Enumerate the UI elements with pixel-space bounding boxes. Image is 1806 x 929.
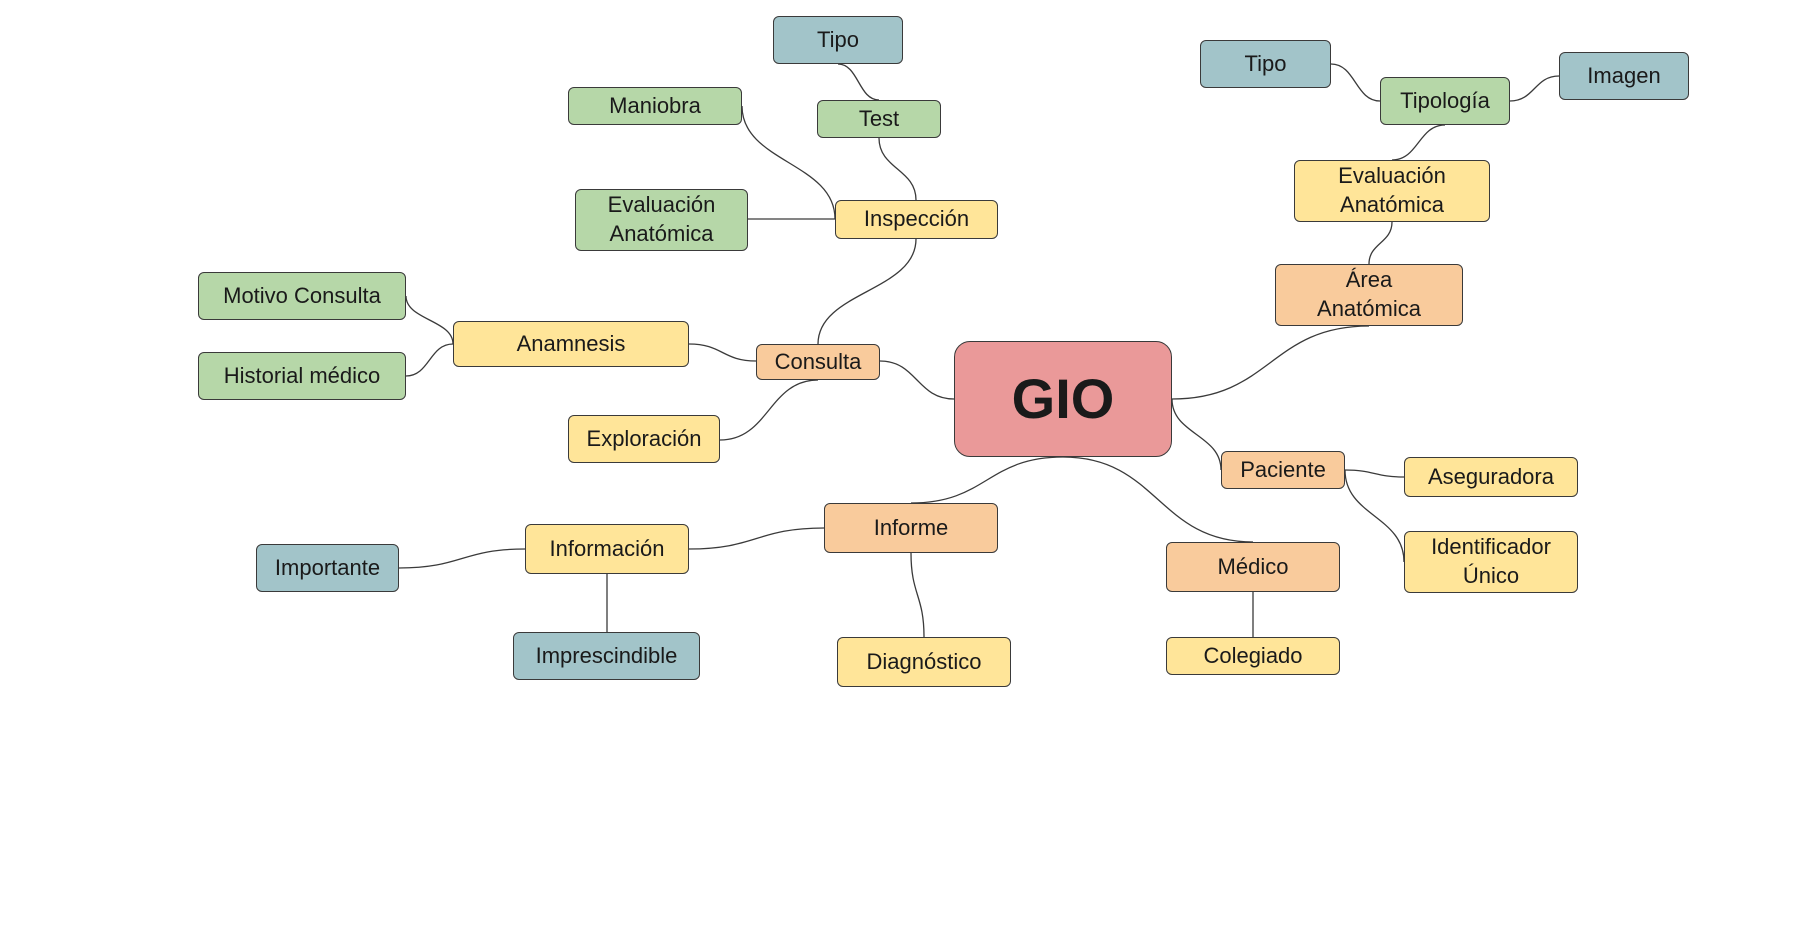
node-colegiado[interactable]: Colegiado (1166, 637, 1340, 675)
node-anamnesis-label: Anamnesis (516, 330, 626, 356)
node-motivo-consulta-label: Motivo Consulta (223, 282, 381, 308)
connector-paciente-identificador_unico (1344, 469, 1405, 563)
node-evaluacion-anatomica-left[interactable]: Evaluación Anatómica (575, 189, 748, 251)
node-test-label: Test (858, 105, 900, 131)
node-evaluacion-anatomica-right[interactable]: Evaluación Anatómica (1294, 160, 1490, 222)
node-identificador-unico[interactable]: Identificador Único (1404, 531, 1578, 593)
connector-test-tipo_test (837, 63, 880, 101)
connector-gio-area_anatomica (1171, 325, 1370, 400)
node-test[interactable]: Test (817, 100, 941, 138)
node-anamnesis[interactable]: Anamnesis (453, 321, 689, 367)
node-historial-medico[interactable]: Historial médico (198, 352, 406, 400)
node-imprescindible[interactable]: Imprescindible (513, 632, 700, 680)
connector-informe-informacion (688, 527, 825, 550)
connector-tipologia-imagen (1509, 75, 1560, 102)
node-tipo-test-label: Tipo (817, 26, 859, 52)
node-exploracion-label: Exploración (586, 425, 702, 451)
node-informacion-label: Información (549, 535, 665, 561)
node-tipo-test[interactable]: Tipo (773, 16, 903, 64)
node-tipologia-label: Tipología (1400, 87, 1490, 113)
node-identificador-unico-label: Identificador Único (1431, 534, 1551, 588)
node-consulta[interactable]: Consulta (756, 344, 880, 380)
node-exploracion[interactable]: Exploración (568, 415, 720, 463)
node-area-anatomica-label: Área Anatómica (1317, 267, 1421, 321)
node-importante-label: Importante (274, 554, 381, 580)
node-gio-label: GIO (1011, 366, 1115, 430)
node-motivo-consulta[interactable]: Motivo Consulta (198, 272, 406, 320)
node-evaluacion-anatomica-right-label: Evaluación Anatómica (1338, 163, 1446, 217)
connector-gio-paciente (1171, 398, 1222, 471)
connector-gio-consulta (879, 360, 955, 400)
node-importante[interactable]: Importante (256, 544, 399, 592)
connector-paciente-aseguradora (1344, 469, 1405, 478)
connector-consulta-inspeccion (817, 238, 917, 345)
node-evaluacion-anatomica-left-label: Evaluación Anatómica (607, 192, 716, 246)
connector-informacion-importante (398, 548, 526, 569)
connector-evaluacion_anatomica_der-tipologia (1391, 124, 1446, 161)
connector-consulta-exploracion (719, 379, 819, 441)
node-diagnostico[interactable]: Diagnóstico (837, 637, 1011, 687)
node-tipologia[interactable]: Tipología (1380, 77, 1510, 125)
connector-anamnesis-motivo_consulta (405, 295, 454, 345)
node-inspeccion-label: Inspección (863, 206, 970, 232)
node-gio[interactable]: GIO (954, 341, 1172, 457)
node-aseguradora[interactable]: Aseguradora (1404, 457, 1578, 497)
node-tipo-tipologia-label: Tipo (1244, 50, 1287, 76)
node-informacion[interactable]: Información (525, 524, 689, 574)
node-consulta-label: Consulta (774, 348, 862, 374)
node-tipo-tipologia[interactable]: Tipo (1200, 40, 1331, 88)
node-paciente[interactable]: Paciente (1221, 451, 1345, 489)
node-imagen-label: Imagen (1587, 62, 1661, 88)
node-colegiado-label: Colegiado (1203, 642, 1303, 668)
connector-gio-informe (910, 456, 1064, 504)
connector-tipologia-tipo_tipologia (1330, 63, 1381, 102)
connector-inspeccion-test (878, 137, 917, 201)
node-imagen[interactable]: Imagen (1559, 52, 1689, 100)
node-medico-label: Médico (1217, 553, 1289, 579)
connector-area_anatomica-evaluacion_anatomica_der (1368, 221, 1393, 265)
node-informe-label: Informe (873, 514, 949, 540)
node-informe[interactable]: Informe (824, 503, 998, 553)
node-inspeccion[interactable]: Inspección (835, 200, 998, 239)
node-maniobra[interactable]: Maniobra (568, 87, 742, 125)
node-maniobra-label: Maniobra (609, 92, 701, 118)
node-paciente-label: Paciente (1240, 456, 1326, 482)
node-medico[interactable]: Médico (1166, 542, 1340, 592)
connector-informe-diagnostico (910, 552, 925, 638)
node-aseguradora-label: Aseguradora (1428, 463, 1554, 489)
node-historial-medico-label: Historial médico (223, 362, 381, 388)
connector-anamnesis-historial_medico (405, 343, 454, 377)
connector-consulta-anamnesis (688, 343, 757, 362)
node-area-anatomica[interactable]: Área Anatómica (1275, 264, 1463, 326)
node-diagnostico-label: Diagnóstico (866, 648, 982, 674)
node-imprescindible-label: Imprescindible (535, 642, 678, 668)
